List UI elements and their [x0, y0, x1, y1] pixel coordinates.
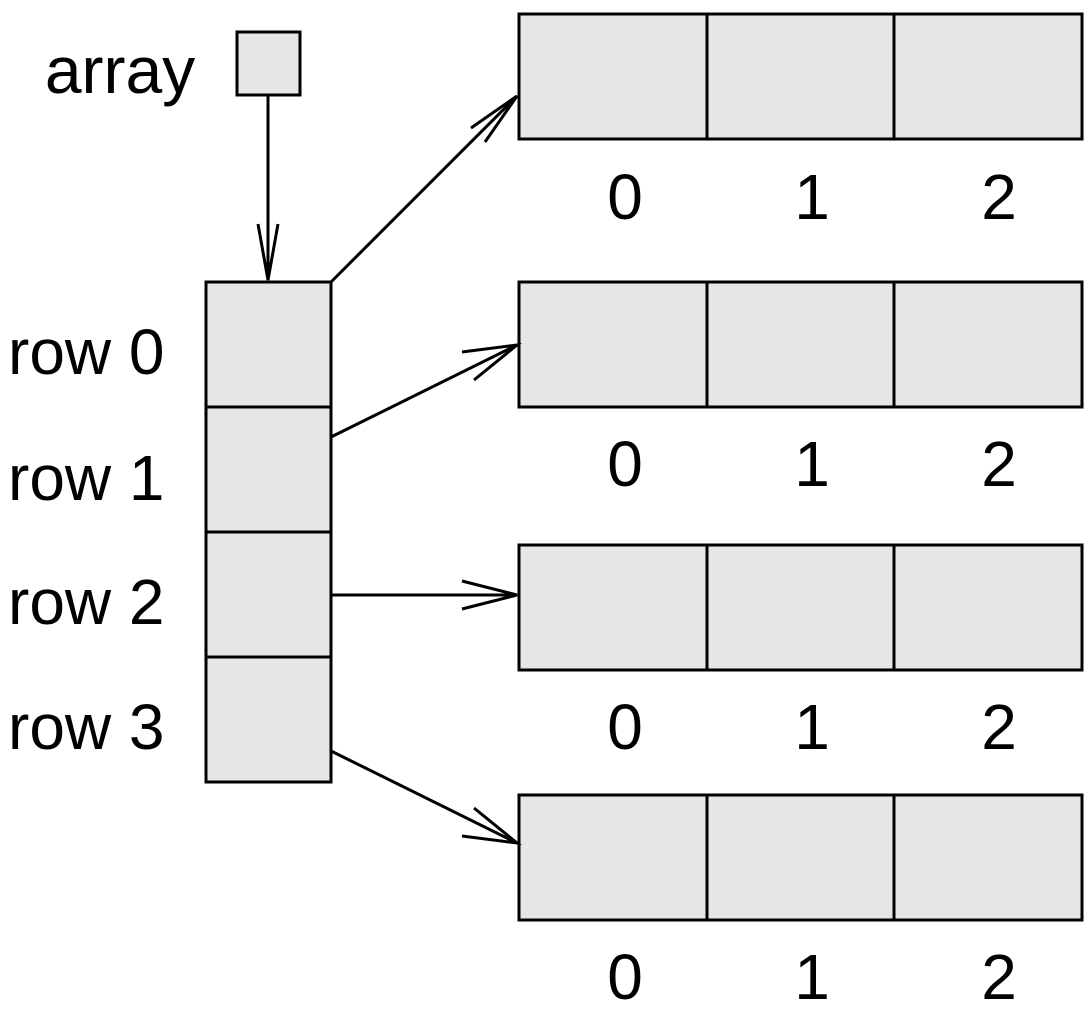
index-labels-row-0: 0 1 2	[607, 161, 1017, 233]
column-index-label: 1	[794, 941, 830, 1013]
element-cell	[892, 12, 1084, 141]
column-index-label: 2	[981, 428, 1017, 500]
row-label: row 3	[8, 691, 165, 763]
column-index-label: 0	[607, 428, 643, 500]
element-cell	[517, 12, 709, 141]
index-labels-row-3: 0 1 2	[607, 941, 1017, 1013]
element-cell	[705, 793, 896, 922]
element-cell	[705, 543, 896, 672]
row-label: row 0	[8, 316, 165, 388]
element-cell	[892, 793, 1084, 922]
element-cell	[892, 543, 1084, 672]
array-pointer-box	[235, 30, 302, 97]
row-label: row 2	[8, 566, 165, 638]
column-index-label: 0	[607, 691, 643, 763]
element-cell	[705, 280, 896, 409]
array-label: array	[45, 33, 195, 107]
row-pointer-arrow	[331, 579, 518, 611]
column-index-label: 0	[607, 161, 643, 233]
element-cell	[517, 543, 709, 672]
row-array-3	[517, 793, 1084, 922]
column-index-label: 1	[794, 691, 830, 763]
row-pointer-arrow-line	[329, 94, 519, 284]
row-pointer-arrowhead	[461, 342, 523, 382]
row-pointer-arrowhead	[470, 94, 519, 143]
row-array-2	[517, 543, 1084, 672]
row-pointer-cell	[204, 405, 333, 534]
row-pointer-arrow-line	[330, 749, 518, 845]
row-array-0	[517, 12, 1084, 141]
row-pointer-arrowhead	[461, 579, 518, 611]
row-pointer-arrowhead	[461, 806, 523, 846]
row-pointer-cell	[204, 530, 333, 659]
row-pointer-arrow	[330, 342, 523, 439]
column-index-label: 0	[607, 941, 643, 1013]
row-array-1	[517, 280, 1084, 409]
index-labels-row-2: 0 1 2	[607, 691, 1017, 763]
row-pointer-arrow-line	[330, 343, 518, 439]
column-index-label: 2	[981, 691, 1017, 763]
array-pointer-arrowhead	[256, 223, 280, 281]
element-cell	[517, 280, 709, 409]
column-index-label: 1	[794, 161, 830, 233]
column-index-label: 2	[981, 161, 1017, 233]
row-pointer-arrow	[329, 94, 519, 284]
row-label: row 1	[8, 442, 165, 514]
element-cell	[892, 280, 1084, 409]
index-labels-row-1: 0 1 2	[607, 428, 1017, 500]
column-index-label: 1	[794, 428, 830, 500]
row-pointer-cell	[204, 280, 333, 409]
element-cell	[517, 793, 709, 922]
row-pointer-column	[204, 280, 333, 784]
column-index-label: 2	[981, 941, 1017, 1013]
row-pointer-arrow	[330, 749, 523, 846]
row-pointer-cell	[204, 655, 333, 784]
element-cell	[705, 12, 896, 141]
